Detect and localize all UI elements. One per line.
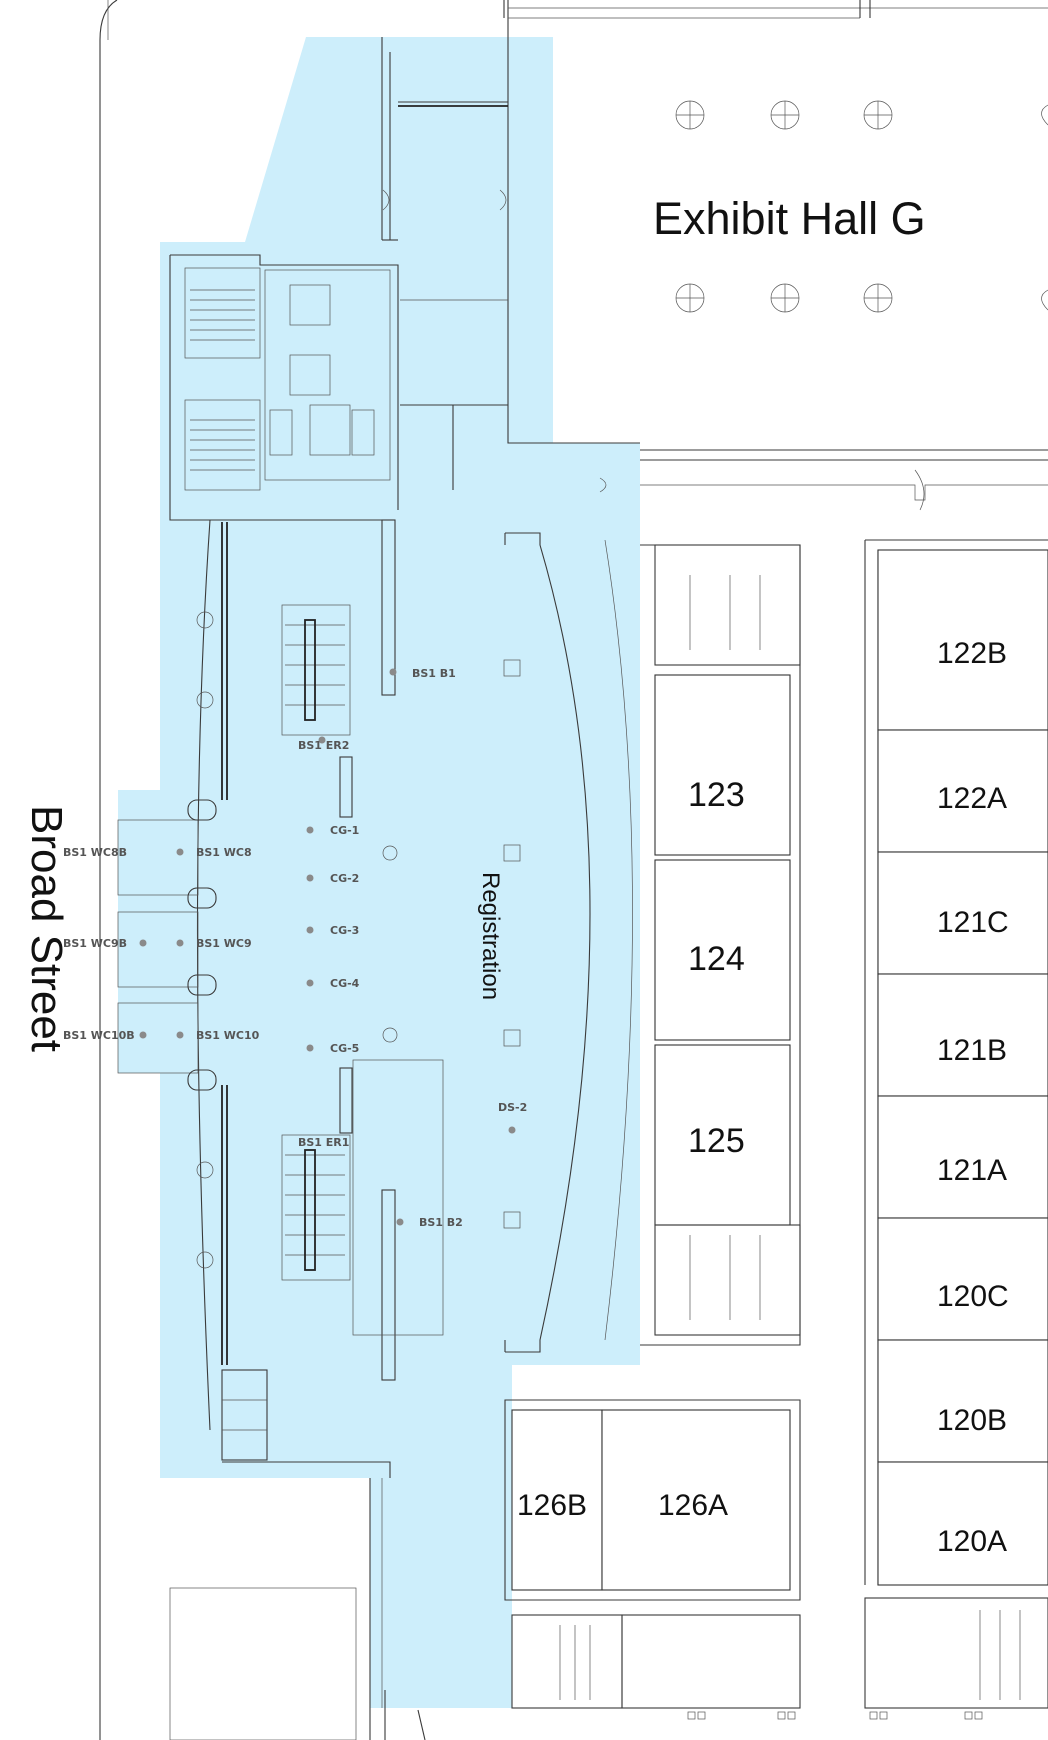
poi-cg-3: CG-3 xyxy=(330,924,359,937)
highlighted-zone xyxy=(118,37,640,1708)
street-edge xyxy=(99,0,426,1740)
poi-bs1-er2: BS1 ER2 xyxy=(298,739,349,752)
street-label: Broad Street xyxy=(22,805,71,1052)
room-126a-label: 126A xyxy=(658,1489,728,1522)
poi-bs1-wc9b: BS1 WC9B xyxy=(63,937,127,950)
room-126b-label: 126B xyxy=(517,1489,587,1522)
rooms-120-122 xyxy=(864,539,1048,1709)
registration-label: Registration xyxy=(477,872,504,1000)
poi-bs1-wc8b: BS1 WC8B xyxy=(63,846,127,859)
room-125-label: 125 xyxy=(688,1122,745,1160)
location-dots xyxy=(139,668,516,1226)
poi-bs1-wc10b: BS1 WC10B xyxy=(63,1029,135,1042)
poi-ds-2: DS-2 xyxy=(498,1101,527,1114)
upper-service-core xyxy=(169,37,640,521)
poi-cg-1: CG-1 xyxy=(330,824,359,837)
room-120c-label: 120C xyxy=(937,1280,1009,1313)
poi-cg-5: CG-5 xyxy=(330,1042,359,1055)
room-121a-label: 121A xyxy=(937,1154,1007,1187)
room-121c-label: 121C xyxy=(937,906,1009,939)
room-121b-label: 121B xyxy=(937,1034,1007,1067)
room-124-label: 124 xyxy=(688,940,745,978)
poi-bs1-wc9: BS1 WC9 xyxy=(196,937,252,950)
rooms-123-125 xyxy=(640,544,801,1346)
room-120b-label: 120B xyxy=(937,1404,1007,1437)
room-120a-label: 120A xyxy=(937,1525,1007,1558)
room-123-label: 123 xyxy=(688,776,745,814)
poi-bs1-wc8: BS1 WC8 xyxy=(196,846,252,859)
room-122b-label: 122B xyxy=(937,637,1007,670)
registration-concourse xyxy=(117,519,633,1740)
poi-cg-2: CG-2 xyxy=(330,872,359,885)
poi-bs1-wc10: BS1 WC10 xyxy=(196,1029,260,1042)
poi-bs1-b2: BS1 B2 xyxy=(419,1216,463,1229)
poi-cg-4: CG-4 xyxy=(330,977,360,990)
exhibit-hall-g xyxy=(503,0,1048,511)
hall-label: Exhibit Hall G xyxy=(653,193,926,244)
poi-bs1-er1: BS1 ER1 xyxy=(298,1136,349,1149)
room-122a-label: 122A xyxy=(937,782,1007,815)
rooms-126 xyxy=(504,1399,983,1720)
poi-bs1-b1: BS1 B1 xyxy=(412,667,456,680)
